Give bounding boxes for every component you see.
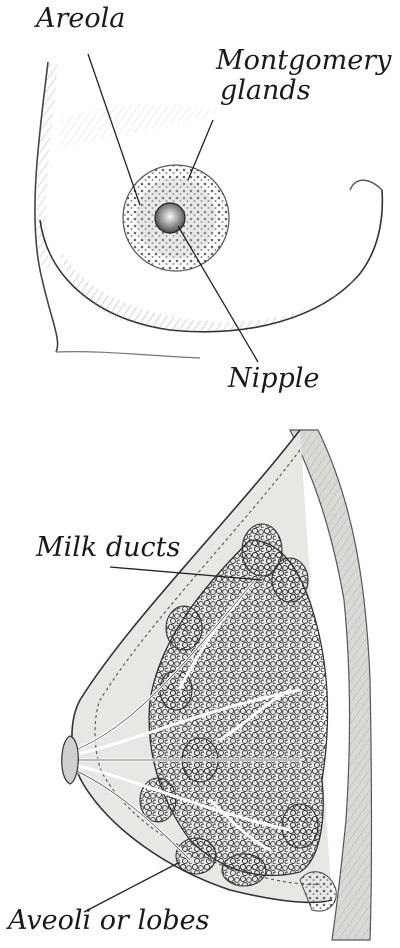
label-montgomery-line1: Montgomery: [216, 46, 386, 76]
label-montgomery-line2: glands: [216, 76, 386, 106]
upper-shading: [60, 104, 220, 150]
underbreast-shading: [60, 250, 362, 331]
breast-cross-section: [62, 430, 372, 940]
label-alveoli: Aveoli or lobes: [8, 906, 210, 936]
nipple: [155, 203, 185, 233]
label-areola: Areola: [36, 4, 125, 34]
label-nipple: Nipple: [228, 364, 319, 394]
label-milk-ducts: Milk ducts: [36, 533, 180, 563]
body-shading-left: [37, 64, 58, 268]
nipple-section: [62, 736, 79, 784]
inframammary-tissue: [300, 872, 336, 911]
right-curve: [350, 180, 382, 190]
lower-curve: [56, 352, 200, 358]
